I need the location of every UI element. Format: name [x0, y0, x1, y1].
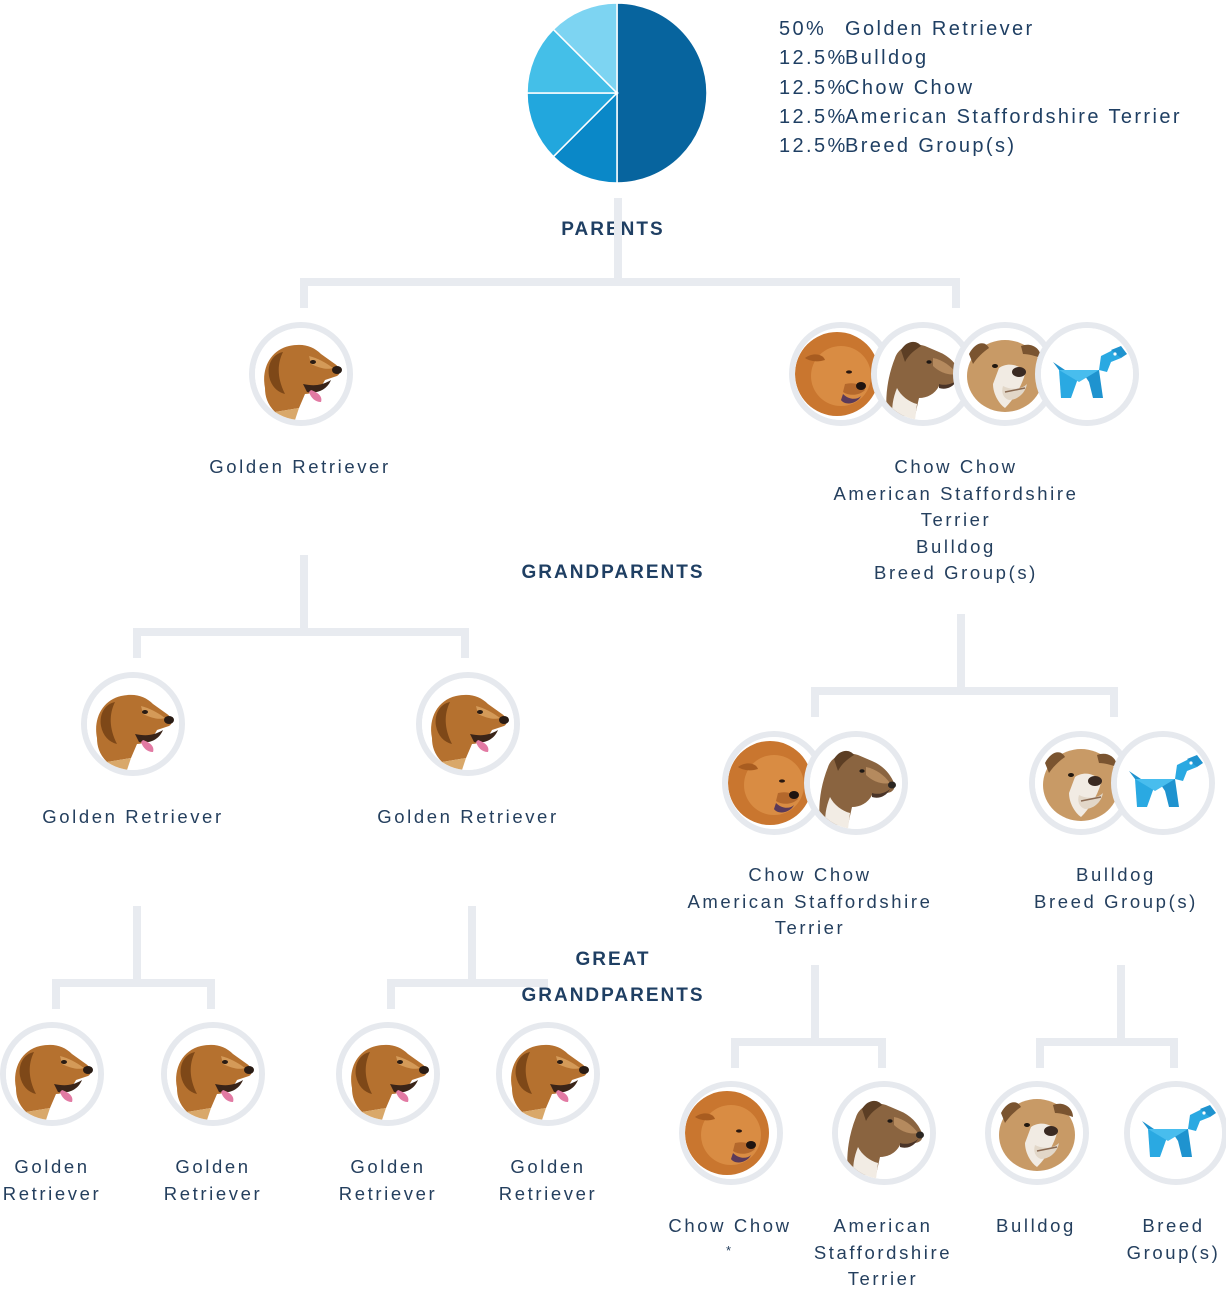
grandparent-label: Bulldog Breed Group(s): [1034, 864, 1198, 912]
great-grandparent-label: Golden Retriever: [2, 1156, 102, 1204]
grandparent-label: Golden Retriever: [377, 806, 559, 827]
legend-item: 50%Golden Retriever: [779, 18, 1035, 40]
pie-slice: [552, 2, 618, 95]
golden-retriever-icon: [416, 672, 520, 776]
legend-item: 12.5%Chow Chow: [779, 76, 975, 99]
golden-retriever-icon: [81, 672, 185, 776]
golden-retriever-icon: [161, 1022, 265, 1126]
breed-group-dog-icon: [1035, 322, 1139, 426]
great-grandparent-label: Golden Retriever: [498, 1156, 598, 1204]
great-grandparent-label: Chow Chow: [668, 1215, 792, 1236]
legend-item: 12.5%Breed Group(s): [779, 135, 1017, 158]
grandparents-heading: GRANDPARENTS: [521, 562, 705, 583]
american-staffordshire-terrier-icon: [832, 1081, 936, 1185]
chow-chow-icon: [789, 322, 893, 426]
parent-right-label: Chow Chow American Staffordshire Terrier…: [833, 456, 1079, 583]
breed-group-dog-icon: [1111, 731, 1215, 835]
parents-heading: PARENTS: [561, 219, 665, 240]
pie-slice: [616, 2, 708, 184]
chow-chow-icon: [679, 1081, 783, 1185]
great-grandparents-heading-line1: GREAT: [575, 949, 651, 970]
great-grandparent-label: Golden Retriever: [163, 1156, 263, 1204]
great-grandparent-label: Breed Group(s): [1126, 1215, 1221, 1263]
american-staffordshire-terrier-icon: [804, 731, 908, 835]
great-grandparents-heading-line2: GRANDPARENTS: [521, 985, 705, 1006]
golden-retriever-icon: [336, 1022, 440, 1126]
pie-slice: [526, 92, 619, 158]
breed-legend: 50%Golden Retriever 12.5%Bulldog 12.5%Ch…: [779, 15, 1182, 161]
footnote-asterisk: *: [726, 1243, 732, 1258]
grandparent-label: Golden Retriever: [42, 806, 224, 827]
great-grandparent-label: Bulldog: [996, 1215, 1076, 1236]
grandparent-label: Chow Chow American Staffordshire Terrier: [687, 864, 933, 938]
pie-slice: [526, 28, 619, 94]
great-grandparent-label: Golden Retriever: [338, 1156, 438, 1204]
great-grandparent-label: American Staffordshire Terrier: [813, 1215, 953, 1289]
parent-left-label: Golden Retriever: [209, 456, 391, 477]
golden-retriever-icon: [0, 1022, 104, 1126]
legend-item: 12.5%American Staffordshire Terrier: [779, 105, 1182, 128]
breed-pie-chart: [526, 2, 708, 184]
bulldog-icon: [985, 1081, 1089, 1185]
bulldog-icon: [1029, 731, 1133, 835]
golden-retriever-icon: [496, 1022, 600, 1126]
pie-slice: [552, 91, 618, 184]
breed-group-dog-icon: [1124, 1081, 1226, 1185]
golden-retriever-icon: [249, 322, 353, 426]
legend-item: 12.5%Bulldog: [779, 47, 929, 70]
